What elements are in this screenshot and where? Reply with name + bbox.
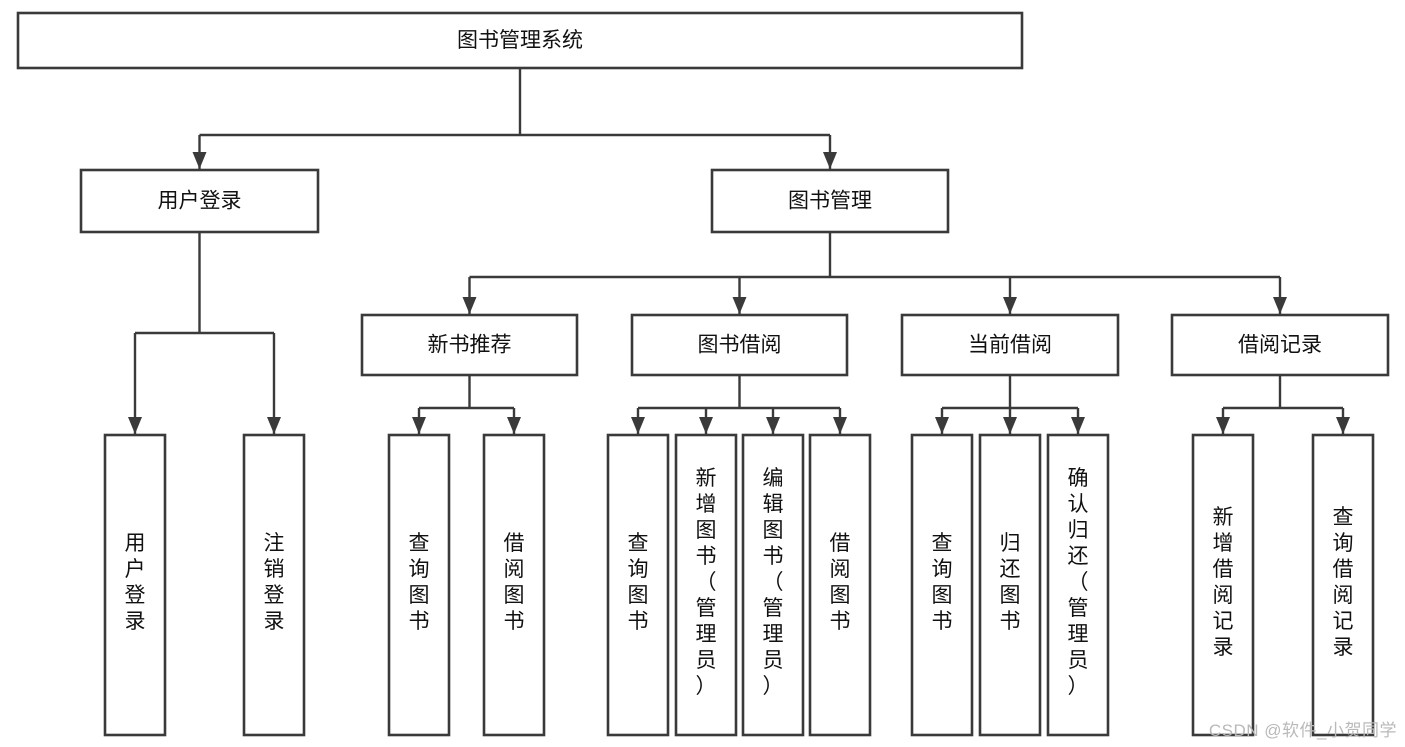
node-current-borrow[interactable]: 当前借阅 [900, 313, 1120, 377]
node-box-leaf-borrow-book-recommend [482, 433, 546, 737]
node-leaf-query-book-current[interactable]: 查询图书 [910, 433, 974, 737]
node-new-book-recommend[interactable]: 新书推荐 [360, 313, 579, 377]
node-box-leaf-query-borrow-record [1311, 433, 1375, 737]
node-box-leaf-add-borrow-record [1191, 433, 1255, 737]
node-box-leaf-return-book [978, 433, 1042, 737]
node-borrow-record[interactable]: 借阅记录 [1170, 313, 1390, 377]
node-label-leaf-add-book-admin: 新增图书（管理员） [696, 467, 717, 698]
arrow-head-icon-leaf-borrow-book [833, 417, 847, 434]
node-root[interactable]: 图书管理系统 [16, 11, 1024, 70]
node-box-leaf-edit-book-admin [741, 433, 805, 737]
node-box-leaf-add-book-admin [674, 433, 738, 737]
arrow-head-icon-borrow-record [1273, 297, 1287, 314]
arrow-head-icon-leaf-confirm-return-admin [1071, 417, 1085, 434]
node-book-management[interactable]: 图书管理 [710, 168, 950, 234]
node-leaf-edit-book-admin[interactable]: 编辑图书（管理员） [741, 433, 805, 737]
node-leaf-query-borrow-record[interactable]: 查询借阅记录 [1311, 433, 1375, 737]
node-layer: 图书管理系统用户登录图书管理新书推荐图书借阅当前借阅借阅记录用户登录注销登录查询… [16, 11, 1390, 737]
node-box-leaf-query-book-recommend [387, 433, 451, 737]
arrow-head-icon-leaf-query-book-recommend [412, 417, 426, 434]
node-leaf-logout[interactable]: 注销登录 [242, 433, 306, 737]
node-label-leaf-query-borrow-record: 查询借阅记录 [1333, 506, 1354, 659]
node-label-root: 图书管理系统 [457, 29, 583, 52]
node-leaf-borrow-book-recommend[interactable]: 借阅图书 [482, 433, 546, 737]
node-label-book-management: 图书管理 [788, 190, 872, 213]
arrow-head-icon-new-book-recommend [462, 297, 477, 314]
node-box-book-borrow [630, 313, 849, 377]
connector-layer [128, 68, 1350, 434]
node-box-leaf-query-book-borrow [606, 433, 670, 737]
node-box-book-management [710, 168, 950, 234]
node-user-login[interactable]: 用户登录 [79, 168, 320, 234]
node-label-leaf-edit-book-admin: 编辑图书（管理员） [763, 467, 784, 698]
node-box-borrow-record [1170, 313, 1390, 377]
arrow-head-icon-leaf-logout [267, 417, 281, 434]
arrow-head-icon-current-borrow [1003, 297, 1017, 314]
watermark-label: CSDN @软件_小贺同学 [1208, 721, 1397, 740]
node-label-new-book-recommend: 新书推荐 [428, 334, 512, 357]
node-leaf-borrow-book[interactable]: 借阅图书 [808, 433, 872, 737]
node-label-leaf-query-book-recommend: 查询图书 [409, 532, 430, 633]
node-box-leaf-query-book-current [910, 433, 974, 737]
node-box-leaf-borrow-book [808, 433, 872, 737]
node-leaf-confirm-return-admin[interactable]: 确认归还（管理员） [1046, 433, 1110, 737]
node-box-leaf-confirm-return-admin [1046, 433, 1110, 737]
arrow-head-icon-leaf-user-login [128, 417, 142, 434]
node-box-leaf-user-login [103, 433, 167, 737]
node-box-leaf-logout [242, 433, 306, 737]
arrow-head-icon-leaf-return-book [1003, 417, 1017, 434]
node-label-leaf-logout: 注销登录 [264, 532, 285, 633]
arrow-head-icon-book-borrow [732, 297, 747, 314]
node-label-leaf-borrow-book-recommend: 借阅图书 [504, 532, 525, 633]
node-label-leaf-return-book: 归还图书 [1000, 532, 1021, 633]
node-label-current-borrow: 当前借阅 [968, 334, 1052, 357]
node-box-user-login [79, 168, 320, 234]
arrow-head-icon-leaf-query-book-borrow [631, 417, 645, 434]
node-box-root [16, 11, 1024, 70]
node-label-book-borrow: 图书借阅 [698, 334, 782, 357]
node-box-current-borrow [900, 313, 1120, 377]
node-leaf-return-book[interactable]: 归还图书 [978, 433, 1042, 737]
node-leaf-user-login[interactable]: 用户登录 [103, 433, 167, 737]
arrow-head-icon-leaf-query-borrow-record [1336, 417, 1350, 434]
node-label-leaf-query-book-borrow: 查询图书 [628, 532, 649, 633]
node-label-leaf-add-borrow-record: 新增借阅记录 [1213, 506, 1234, 659]
node-label-user-login: 用户登录 [158, 190, 242, 213]
arrow-head-icon-leaf-add-book-admin [699, 417, 713, 434]
node-label-leaf-confirm-return-admin: 确认归还（管理员） [1068, 467, 1089, 698]
node-label-leaf-borrow-book: 借阅图书 [830, 532, 851, 633]
arrow-head-icon-user-login [192, 152, 207, 169]
node-leaf-query-book-recommend[interactable]: 查询图书 [387, 433, 451, 737]
arrow-head-icon-leaf-edit-book-admin [766, 417, 780, 434]
node-label-leaf-query-book-current: 查询图书 [932, 532, 953, 633]
node-box-new-book-recommend [360, 313, 579, 377]
arrow-head-icon-leaf-add-borrow-record [1216, 417, 1230, 434]
node-label-leaf-user-login: 用户登录 [125, 532, 146, 633]
node-leaf-add-borrow-record[interactable]: 新增借阅记录 [1191, 433, 1255, 737]
node-leaf-query-book-borrow[interactable]: 查询图书 [606, 433, 670, 737]
arrow-head-icon-book-management [823, 152, 837, 169]
node-book-borrow[interactable]: 图书借阅 [630, 313, 849, 377]
node-label-borrow-record: 借阅记录 [1238, 334, 1322, 357]
node-leaf-add-book-admin[interactable]: 新增图书（管理员） [674, 433, 738, 737]
arrow-head-icon-leaf-query-book-current [935, 417, 949, 434]
arrow-head-icon-leaf-borrow-book-recommend [507, 417, 521, 434]
